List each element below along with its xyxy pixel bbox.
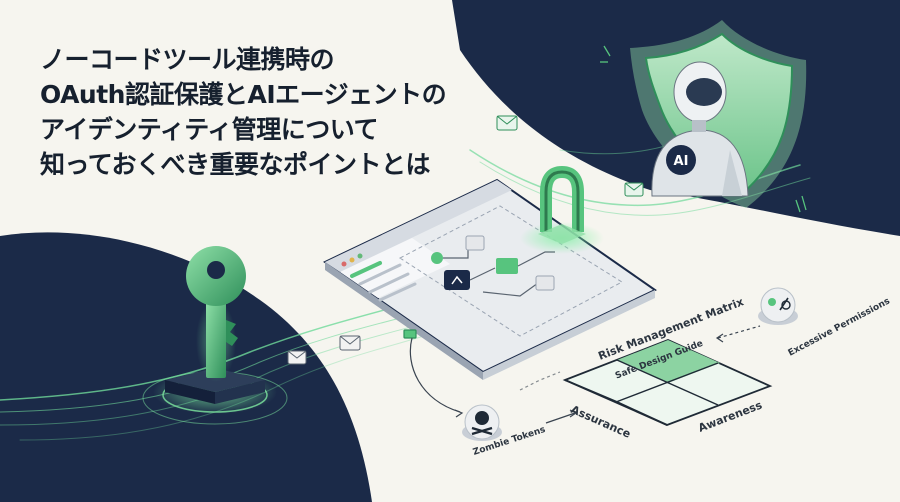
envelope-icon [287, 350, 307, 365]
excessive-permissions-label: Excessive Permissions [787, 296, 892, 358]
connector-lines [403, 325, 761, 424]
headline-line-1: ノーコードツール連携時の [40, 45, 335, 74]
lock-arch-icon [520, 165, 604, 254]
navy-bottom-left-region [0, 232, 372, 502]
envelope-icon [624, 182, 644, 197]
permissions-icon [758, 287, 798, 325]
sparkle-lines [600, 45, 807, 213]
headline: ノーコードツール連携時の OAuth認証保護とAIエージェントの アイデンティテ… [40, 42, 447, 182]
envelope-icon [339, 335, 361, 351]
skull-icon [462, 404, 502, 441]
robot-badge-label: AI [674, 154, 689, 169]
risk-matrix [562, 339, 773, 426]
envelope-icon [496, 115, 518, 131]
headline-line-3: アイデンティティ管理について [40, 115, 379, 144]
key-icon [142, 246, 288, 425]
robot-icon [651, 61, 749, 197]
data-streams [0, 119, 811, 441]
dashboard-window [323, 178, 657, 380]
headline-line-4: 知っておくべき重要なポイントとは [40, 150, 431, 179]
headline-line-2: OAuth認証保護とAIエージェントの [40, 80, 447, 109]
matrix-y-axis-label: Assurance [569, 403, 633, 441]
